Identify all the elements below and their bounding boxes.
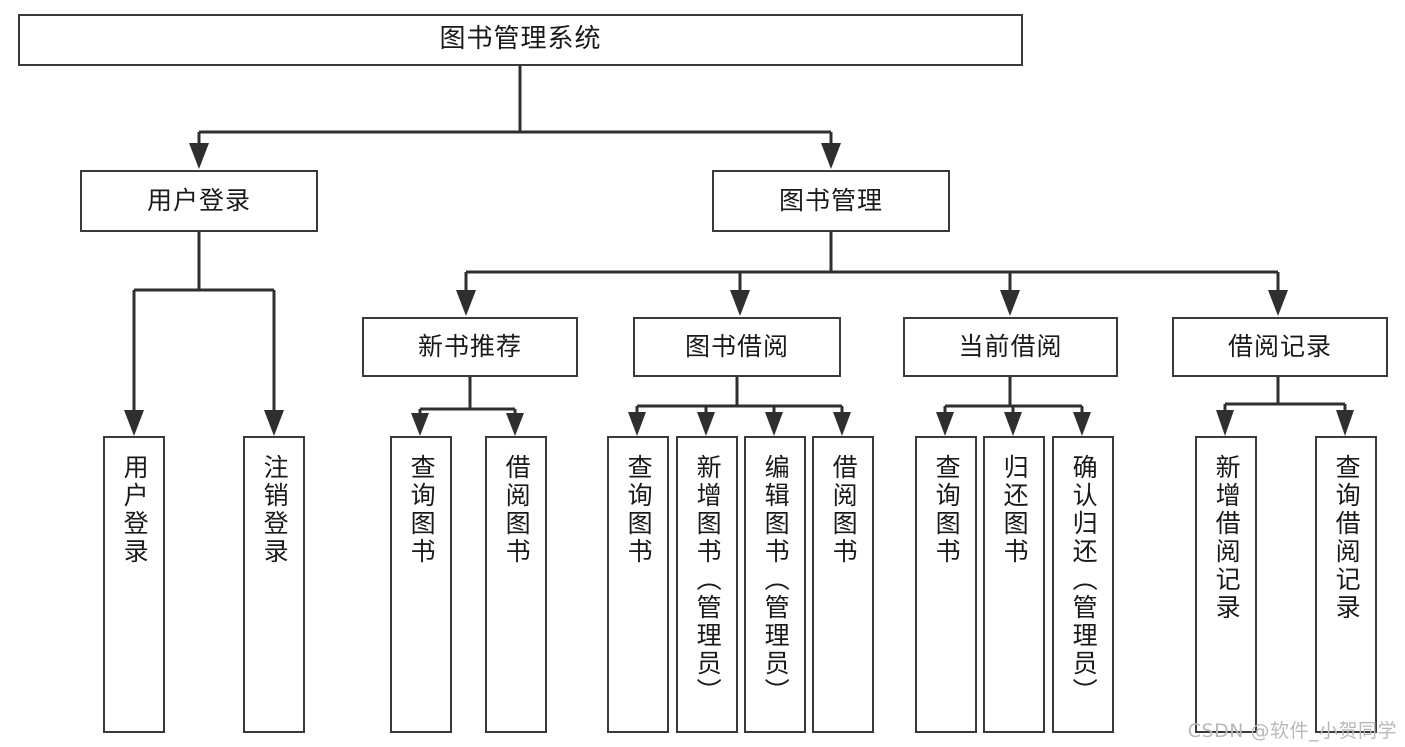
- leaf-label: 注销登录: [260, 454, 290, 566]
- leaf-borrow-add-book[interactable]: 新增图书（管理员）: [676, 436, 738, 733]
- node-new-book-recommend[interactable]: 新书推荐: [362, 317, 578, 377]
- leaf-current-confirm-return[interactable]: 确认归还（管理员）: [1052, 436, 1114, 733]
- arrowhead-record-leaf1: [1216, 410, 1234, 436]
- arrowhead-book-borrow: [730, 290, 750, 316]
- arrowhead-new-book: [456, 290, 476, 316]
- leaf-record-query[interactable]: 查询借阅记录: [1315, 436, 1377, 733]
- leaf-current-return-book[interactable]: 归还图书: [983, 436, 1045, 733]
- node-borrow-record[interactable]: 借阅记录: [1172, 317, 1388, 377]
- leaf-label: 查询图书: [932, 454, 962, 566]
- node-user-login[interactable]: 用户登录: [80, 170, 318, 232]
- leaf-label: 借阅图书: [829, 454, 859, 566]
- leaf-label: 查询图书: [407, 454, 437, 566]
- arrowhead-borrow-record: [1268, 290, 1288, 316]
- leaf-label: 编辑图书（管理员）: [761, 454, 791, 706]
- leaf-label: 确认归还（管理员）: [1069, 454, 1099, 706]
- node-current-borrow[interactable]: 当前借阅: [903, 317, 1118, 377]
- arrowhead-borrow-leaf3: [765, 412, 783, 436]
- node-root-system[interactable]: 图书管理系统: [18, 14, 1023, 66]
- arrowhead-current-leaf3: [1073, 412, 1091, 436]
- node-book-borrow[interactable]: 图书借阅: [633, 317, 841, 377]
- arrowhead-current-borrow: [1000, 290, 1020, 316]
- leaf-current-query-book[interactable]: 查询图书: [915, 436, 977, 733]
- node-book-management[interactable]: 图书管理: [712, 170, 950, 232]
- arrowhead-current-leaf2: [1004, 412, 1022, 436]
- leaf-label: 查询图书: [624, 454, 654, 566]
- arrowhead-new-leaf2: [506, 413, 524, 436]
- leaf-user-login-signout[interactable]: 注销登录: [243, 436, 305, 733]
- csdn-watermark: CSDN @软件_小贺同学: [1187, 720, 1397, 742]
- leaf-label: 借阅图书: [502, 454, 532, 566]
- leaf-label: 归还图书: [1000, 454, 1030, 566]
- arrowhead-book-manage: [821, 143, 841, 169]
- leaf-borrow-borrow-book[interactable]: 借阅图书: [812, 436, 874, 733]
- leaf-new-book-borrow[interactable]: 借阅图书: [485, 436, 547, 733]
- leaf-record-add[interactable]: 新增借阅记录: [1195, 436, 1257, 733]
- leaf-label: 新增图书（管理员）: [693, 454, 723, 706]
- leaf-label: 用户登录: [120, 454, 150, 566]
- leaf-label: 查询借阅记录: [1332, 454, 1362, 622]
- arrowhead-record-leaf2: [1336, 410, 1354, 436]
- leaf-borrow-edit-book[interactable]: 编辑图书（管理员）: [744, 436, 806, 733]
- leaf-new-book-query[interactable]: 查询图书: [390, 436, 452, 733]
- leaf-user-login-signin[interactable]: 用户登录: [103, 436, 165, 733]
- arrowhead-borrow-leaf2: [697, 412, 715, 436]
- leaf-borrow-query-book[interactable]: 查询图书: [607, 436, 669, 733]
- arrowhead-user-login: [189, 143, 209, 169]
- arrowhead-borrow-leaf4: [833, 412, 851, 436]
- arrowhead-userlogin-leaf1: [124, 410, 144, 436]
- arrowhead-userlogin-leaf2: [264, 410, 284, 436]
- leaf-label: 新增借阅记录: [1212, 454, 1242, 622]
- arrowhead-current-leaf1: [936, 412, 954, 436]
- arrowhead-borrow-leaf1: [628, 412, 646, 436]
- arrowhead-new-leaf1: [411, 413, 429, 436]
